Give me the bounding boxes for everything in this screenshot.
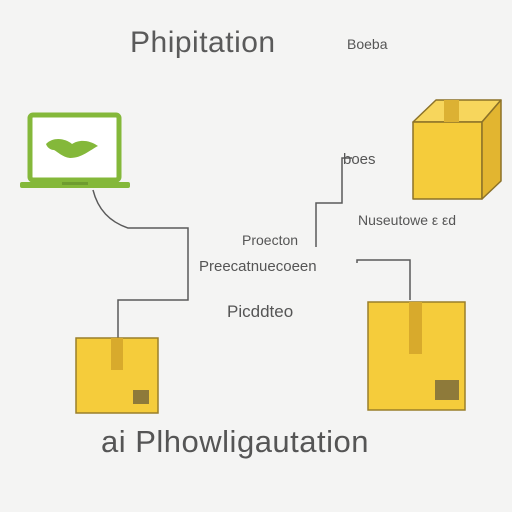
connector-mid-to-right-label — [315, 157, 352, 247]
box-icon — [412, 99, 502, 200]
label-mid-1: Proecton — [242, 232, 299, 248]
label-right-top: boes — [343, 151, 376, 168]
label-right-mid: Nuseutowe ε εd — [358, 212, 457, 228]
diagram-title: Phipitation — [130, 26, 276, 59]
title-side-label: Boeba — [347, 36, 388, 52]
connector-laptop-to-left-box — [92, 189, 189, 340]
package-icon-left — [75, 337, 159, 414]
diagram-footer: ai Plhowligautation — [101, 424, 370, 459]
handshake-icon — [46, 139, 98, 158]
connector-mid-to-right-box — [356, 259, 411, 300]
connectors — [92, 157, 411, 340]
label-mid-2: Preecatnuecoeen — [199, 258, 317, 275]
label-mid-3: Picddteo — [227, 302, 294, 321]
laptop-icon — [20, 112, 130, 188]
package-icon-right — [367, 301, 466, 411]
